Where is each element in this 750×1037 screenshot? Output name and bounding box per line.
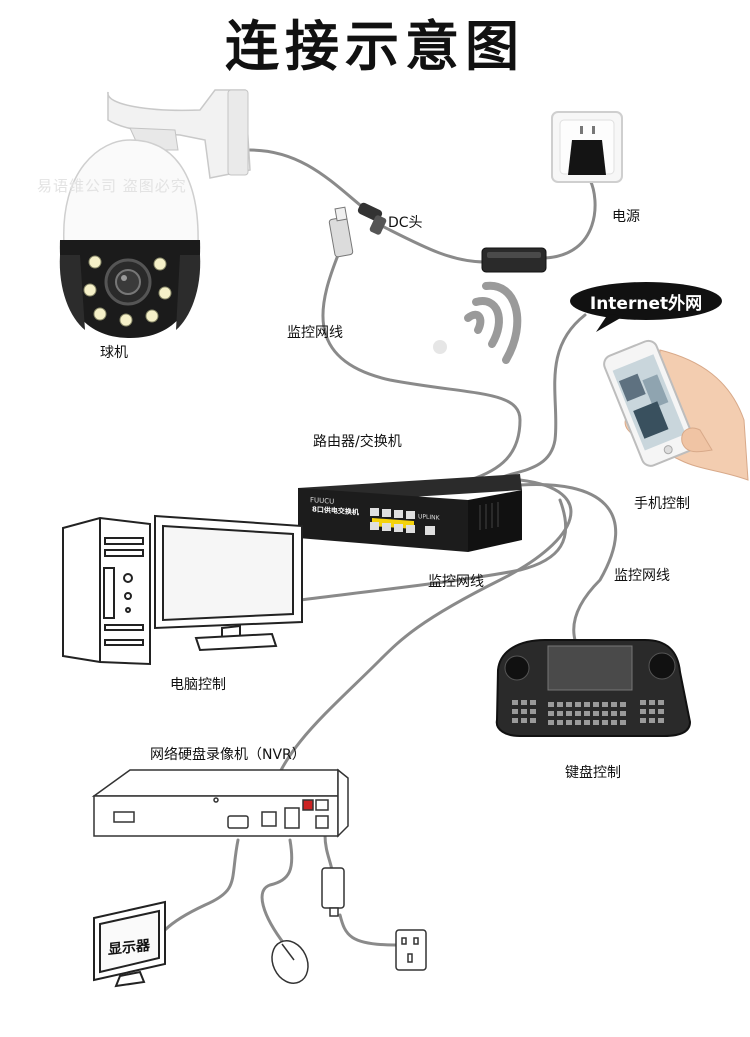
joystick-right <box>648 652 676 680</box>
wifi-icon <box>433 281 522 364</box>
phone-control-label: 手机控制 <box>634 496 690 512</box>
power-cable <box>543 178 597 260</box>
camera-housing <box>63 139 199 246</box>
nvr-lan-port <box>261 811 277 827</box>
pc-control-label: 电脑控制 <box>170 677 226 693</box>
adapter-cable <box>323 833 334 872</box>
camera-network-cable <box>321 248 522 482</box>
joystick-left <box>504 655 530 681</box>
keyboard-screen <box>547 645 633 691</box>
dc-cable <box>378 223 487 264</box>
keyboard-network-cable <box>518 482 618 642</box>
ir-leds <box>83 255 172 327</box>
monitor-cable-label-top: 监控网线 <box>287 325 343 341</box>
phone-control <box>603 339 749 481</box>
power-label: 电源 <box>612 209 640 225</box>
monitor-cable-label-right: 监控网线 <box>614 568 670 584</box>
display <box>93 900 166 988</box>
nvr-power-outlet <box>395 929 427 971</box>
dc-head-label: DC头 <box>388 215 423 231</box>
keyboard-controller <box>495 639 692 737</box>
ball-camera-label: 球机 <box>100 345 128 361</box>
nvr-label: 网络硬盘录像机（NVR） <box>150 747 306 763</box>
nvr-device <box>91 768 349 838</box>
mouse-cable <box>260 838 294 947</box>
outlet-cable <box>338 913 397 947</box>
nvr-top <box>91 769 339 797</box>
page-title: 连接示意图 <box>225 15 525 78</box>
switch-uplink: UPLINK <box>418 513 440 522</box>
dc-connector <box>328 202 387 258</box>
network-switch <box>298 474 522 552</box>
internet-cable <box>498 313 587 480</box>
pc-network-cable <box>298 498 568 602</box>
mouse <box>271 940 309 984</box>
cables <box>163 148 618 947</box>
watermark: 易语维公司 盗图必究 <box>37 177 187 195</box>
nvr-power-adapter <box>321 867 345 917</box>
keyboard-keys <box>512 700 664 725</box>
ball-camera <box>59 89 251 338</box>
nvr-vga-port <box>227 815 249 829</box>
display-cable <box>163 838 240 932</box>
keyboard-control-label: 键盘控制 <box>565 765 621 781</box>
power-adapter <box>481 247 547 273</box>
nvr-network-cable <box>268 478 573 802</box>
internet-label: Internet外网 <box>589 294 703 314</box>
switch-ports <box>370 508 435 535</box>
pc-control <box>62 514 303 666</box>
router-switch-label: 路由器/交换机 <box>313 434 402 450</box>
internet-bubble <box>570 282 722 332</box>
power-outlet <box>551 111 623 183</box>
camera-cable <box>248 148 362 207</box>
monitor-cable-label-mid: 监控网线 <box>428 574 484 590</box>
